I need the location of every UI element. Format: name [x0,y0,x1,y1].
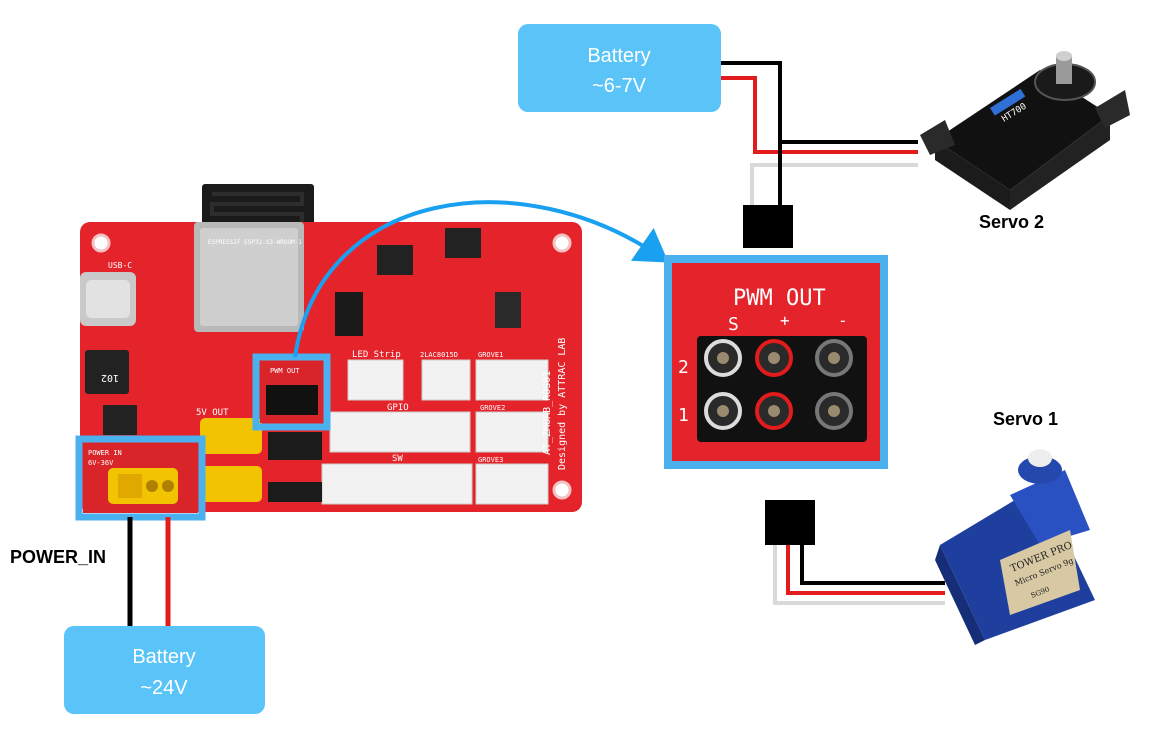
servo1-wires [773,545,945,605]
pwm-out-header-highlight: PWM OUT [252,353,331,431]
designed-by-label: Designed by ATTRAC LAB [557,338,568,470]
5v-out-connector-top [200,418,262,454]
servo-battery-wires [721,61,918,205]
servo2-connector [743,205,793,248]
zoom-row-2: 2 [678,357,689,378]
power-in-label: POWER_IN [10,547,106,567]
esp32-label: ESPRESSIF ESP32-S3-WROOM-1 [208,239,302,246]
servo2: Futaba HT700 [920,51,1130,210]
bottom-header-bottom [268,482,322,502]
main-battery-wires [127,517,171,628]
servo-battery-black-wire [721,61,918,144]
servo2-signal-wire [750,163,918,205]
l298-connector [421,359,471,401]
ic-u2 [377,245,413,275]
led-strip-connector [347,359,404,401]
led-strip-label: LED Strip [352,350,401,360]
pwm-out-zoom: PWM OUT S + - 2 1 [664,255,888,469]
grove1-connector [475,359,549,401]
gpio-label: GPIO [387,403,409,413]
zoom-title: PWM OUT [733,286,826,311]
sw-connector [321,463,473,505]
5v-out-connector-bottom [200,466,262,502]
gpio-connector [329,411,471,453]
zoom-col-s: S [728,314,739,335]
grove2-connector [475,411,549,453]
battery-main-callout: Battery ~24V [64,626,265,714]
battery-main-voltage: ~24V [140,677,188,699]
header-5v [335,292,363,336]
board-id-label: AT_ZMOAB_ROS01 [542,371,553,455]
grove2-label: GROVE2 [480,404,505,412]
grove3-label: GROVE3 [478,456,503,464]
usb-c-label: USB-C [108,261,132,270]
inductor [85,350,129,394]
pwm-out-small-label: PWM OUT [270,367,300,375]
bottom-header-top [268,432,322,460]
battery-servo-label: Battery [587,45,650,67]
grove3-connector [475,463,549,505]
servo1-connector [765,500,815,545]
battery-servo-voltage: ~6-7V [592,75,647,97]
ic-u4 [495,292,521,328]
zoom-row-1: 1 [678,405,689,426]
power-in-board-label: POWER IN [88,449,122,457]
servo1-label: Servo 1 [993,409,1058,429]
sw-label: SW [392,454,403,464]
ic-u7 [103,405,137,435]
zoom-col-minus: - [838,311,848,330]
zoom-col-plus: + [780,311,790,330]
battery-main-label: Battery [132,646,195,668]
zoom-arrow [293,200,669,358]
ic-u5 [445,228,481,258]
power-in-highlight: POWER IN 6V-36V [75,435,206,521]
power-in-range-label: 6V-36V [88,459,114,467]
inductor-label: 102 [101,372,119,383]
servo1: TOWER PRO Micro Servo 9g SG90 [935,449,1095,645]
grove1-label: GROVE1 [478,351,503,359]
battery-servo-callout: Battery ~6-7V [518,24,721,112]
5v-out-label: 5V OUT [196,408,229,418]
l298-label: 2LAC8015D [420,351,458,359]
servo2-label: Servo 2 [979,212,1044,232]
servo-battery-red-wire [721,76,918,154]
